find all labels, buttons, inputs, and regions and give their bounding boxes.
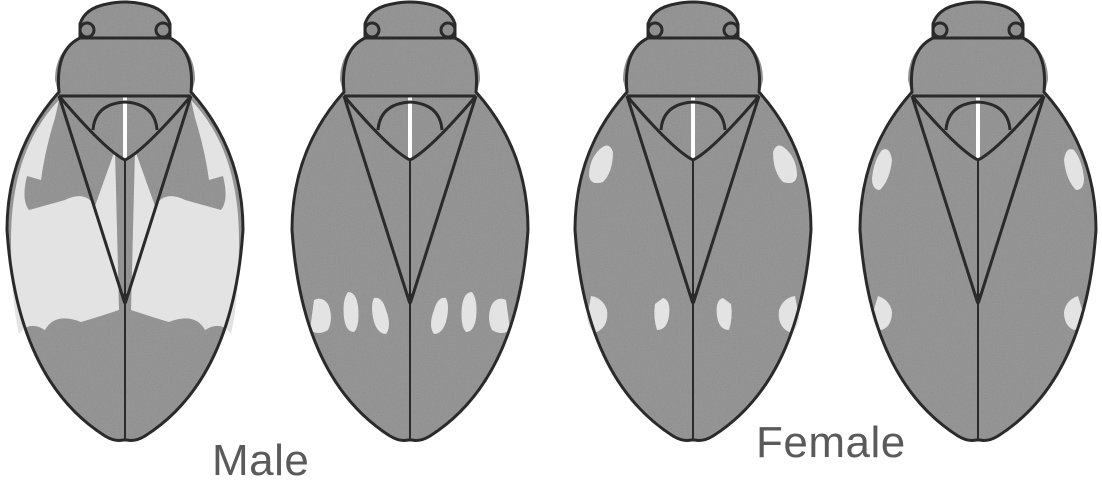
pronotum (623, 38, 763, 96)
specimen-male-2 (292, 2, 528, 441)
right-eye (441, 23, 455, 37)
female-label: Female (756, 418, 906, 468)
left-eye (80, 23, 94, 37)
pronotum (340, 38, 480, 96)
specimen-female-4 (860, 2, 1096, 441)
left-eye (933, 23, 947, 37)
right-eye (156, 23, 170, 37)
pronotum (55, 38, 195, 96)
specimen-male-1 (7, 2, 243, 441)
left-eye (648, 23, 662, 37)
specimen-female-3 (575, 2, 811, 441)
pronotum (908, 38, 1048, 96)
left-eye (365, 23, 379, 37)
male-label: Male (212, 436, 309, 486)
right-eye (724, 23, 738, 37)
right-eye (1009, 23, 1023, 37)
